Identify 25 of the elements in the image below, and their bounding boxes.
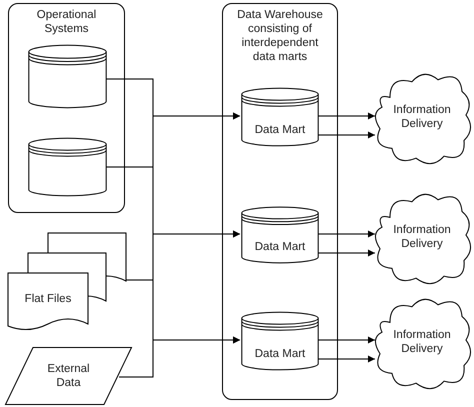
node-label: Information Delivery xyxy=(392,223,452,251)
node-label: Data Mart xyxy=(254,123,306,137)
node-label: External Data xyxy=(46,362,91,390)
node-label: Flat Files xyxy=(24,292,72,306)
node-label: Data Mart xyxy=(254,347,306,361)
database-cylinder xyxy=(28,44,107,109)
database-cylinder xyxy=(241,87,319,147)
connector-arrow xyxy=(318,132,376,138)
group-box xyxy=(8,3,125,213)
node-label: Information Delivery xyxy=(392,103,452,131)
connector-arrow xyxy=(318,336,376,344)
node-label: Data Mart xyxy=(254,240,306,254)
connector-arrow xyxy=(318,250,376,256)
group-heading: Data Warehouse consisting of interdependent data marts xyxy=(236,8,324,64)
database-cylinder xyxy=(241,311,319,371)
connector-arrow xyxy=(318,356,376,362)
connector-arrow xyxy=(318,112,376,120)
parallelogram xyxy=(5,347,132,405)
database-cylinder xyxy=(241,206,319,264)
node-label: Information Delivery xyxy=(392,328,452,356)
group-heading: Operational Systems xyxy=(36,8,98,36)
group-box xyxy=(222,3,338,400)
connector-arrow xyxy=(318,230,376,238)
database-cylinder xyxy=(28,137,107,197)
document-stack xyxy=(8,233,126,330)
